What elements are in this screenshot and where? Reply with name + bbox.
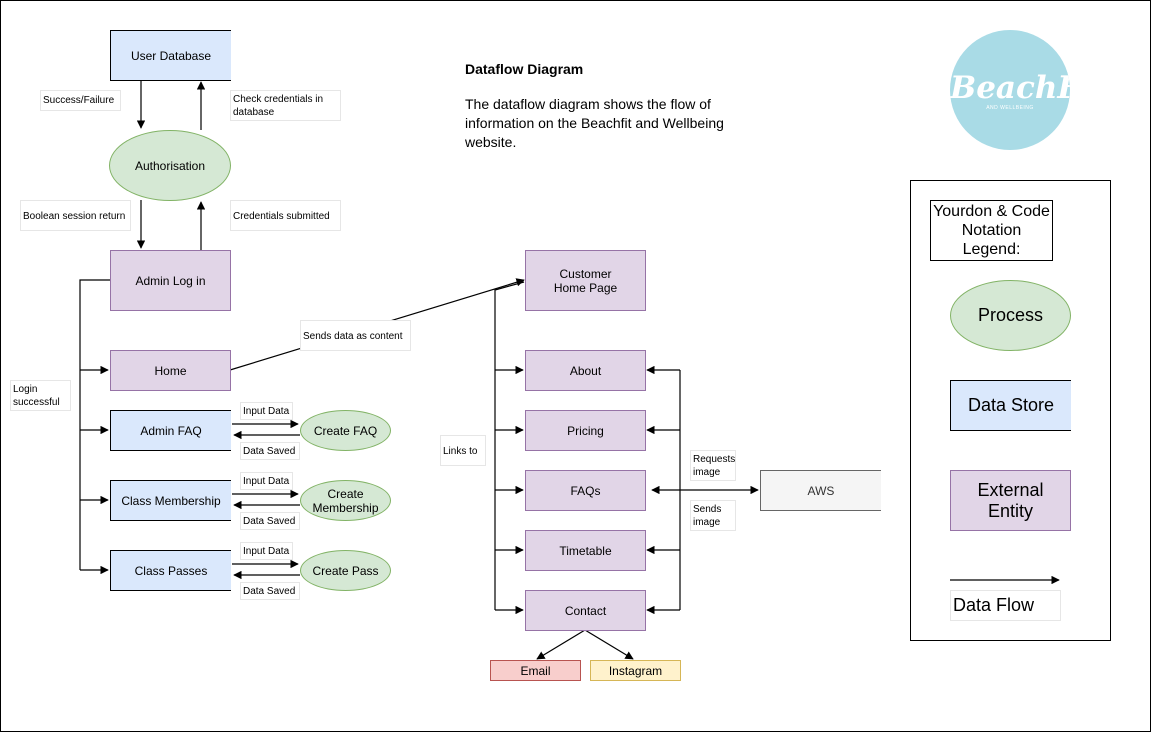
legend-data-store: Data Store xyxy=(950,380,1071,431)
label-links-to: Links to xyxy=(440,435,486,466)
label-input-data-faq: Input Data xyxy=(240,402,293,420)
create-faq-process[interactable]: Create FAQ xyxy=(300,410,391,451)
create-pass-process[interactable]: Create Pass xyxy=(300,550,391,591)
label-credentials-submitted: Credentials submitted xyxy=(230,200,341,231)
contact-entity[interactable]: Contact xyxy=(525,590,646,631)
label-check-credentials: Check credentials in database xyxy=(230,90,341,121)
legend-data-flow-label: Data Flow xyxy=(950,590,1061,621)
admin-login-entity[interactable]: Admin Log in xyxy=(110,250,231,311)
flow-contact-instagram xyxy=(584,629,634,660)
legend-external-entity: External Entity xyxy=(950,470,1071,531)
legend-title: Yourdon & Code Notation Legend: xyxy=(930,200,1053,261)
customer-home-page-entity[interactable]: Customer Home Page xyxy=(525,250,646,311)
flow-login-bus xyxy=(79,279,110,570)
home-entity[interactable]: Home xyxy=(110,350,231,391)
page-title: Dataflow Diagram xyxy=(465,61,584,77)
label-input-data-membership: Input Data xyxy=(240,472,293,490)
class-passes-store[interactable]: Class Passes xyxy=(110,550,231,591)
label-data-saved-pass: Data Saved xyxy=(240,582,300,600)
label-sends-data: Sends data as content xyxy=(300,320,411,351)
label-sends-image: Sends image xyxy=(690,500,736,531)
timetable-entity[interactable]: Timetable xyxy=(525,530,646,571)
beachfit-logo: BeachFit AND WELLBEING xyxy=(950,30,1070,150)
admin-faq-store[interactable]: Admin FAQ xyxy=(110,410,231,451)
pricing-entity[interactable]: Pricing xyxy=(525,410,646,451)
logo-tagline: AND WELLBEING xyxy=(986,105,1034,111)
logo-wordmark: BeachFit xyxy=(950,70,1070,106)
label-success-failure: Success/Failure xyxy=(40,90,121,111)
faqs-entity[interactable]: FAQs xyxy=(525,470,646,511)
label-boolean-session: Boolean session return xyxy=(20,200,131,231)
create-membership-process[interactable]: Create Membership xyxy=(300,480,391,521)
label-requests-image: Requests image xyxy=(690,450,736,481)
flow-contact-email xyxy=(536,629,586,660)
class-membership-store[interactable]: Class Membership xyxy=(110,480,231,521)
label-input-data-pass: Input Data xyxy=(240,542,293,560)
label-login-successful: Login successful xyxy=(10,380,71,411)
email-node[interactable]: Email xyxy=(490,660,581,681)
authorisation-process[interactable]: Authorisation xyxy=(109,130,231,201)
label-data-saved-membership: Data Saved xyxy=(240,512,300,530)
flow-customer-bus xyxy=(494,281,525,610)
about-entity[interactable]: About xyxy=(525,350,646,391)
label-data-saved-faq: Data Saved xyxy=(240,442,300,460)
instagram-node[interactable]: Instagram xyxy=(590,660,681,681)
page-description: The dataflow diagram shows the flow of i… xyxy=(465,96,724,150)
legend-process: Process xyxy=(950,280,1071,351)
legend-panel xyxy=(910,180,1111,641)
aws-store[interactable]: AWS xyxy=(760,470,881,511)
user-database-store[interactable]: User Database xyxy=(110,30,231,81)
